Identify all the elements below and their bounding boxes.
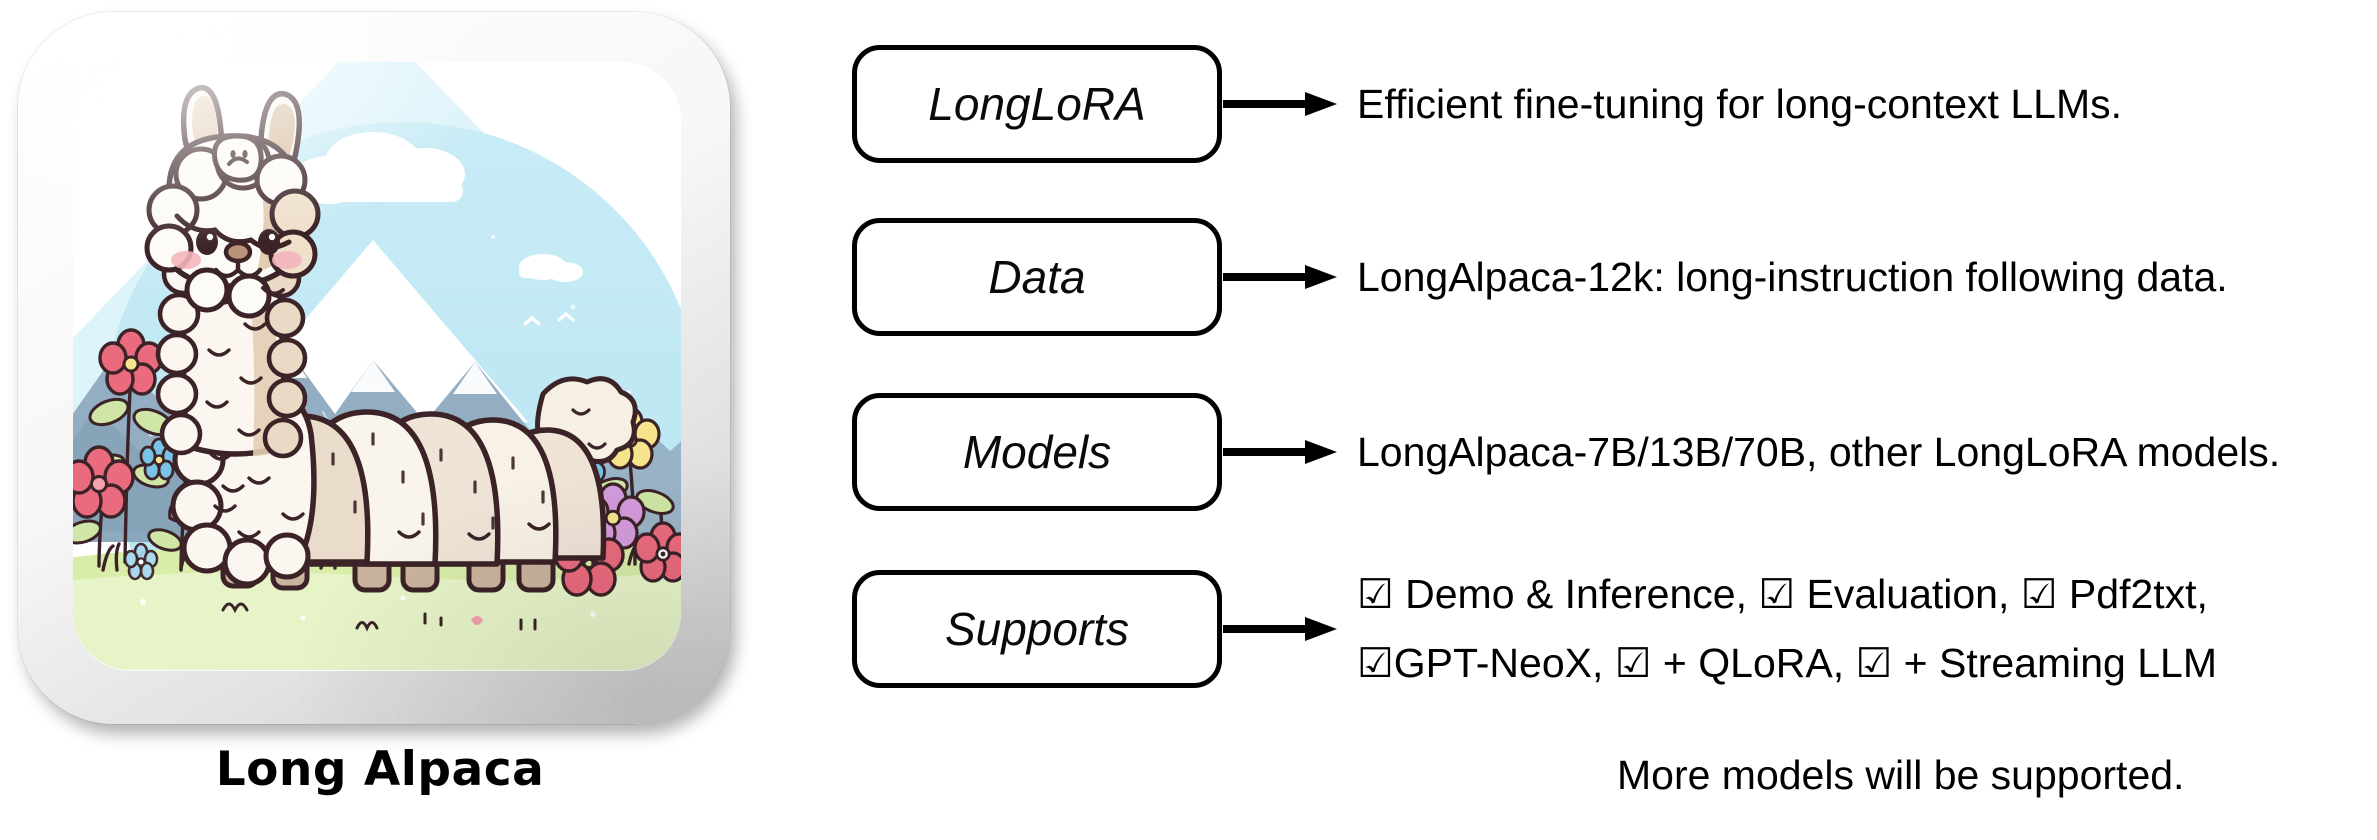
arrow-right-icon-longlora	[1223, 92, 1341, 116]
node-box-data[interactable]: Data	[852, 218, 1222, 336]
arrow-head	[1305, 617, 1337, 641]
arrow-shaft	[1223, 100, 1309, 108]
row-text-supports: ☑ Demo & Inference, ☑ Evaluation, ☑ Pdf2…	[1357, 562, 2367, 696]
alpaca-nose	[223, 240, 253, 264]
row-line: ☑GPT-NeoX, ☑ + QLoRA, ☑ + Streaming LLM	[1357, 640, 2217, 686]
arrow-head	[1305, 92, 1337, 116]
flow-diagram-panel: LongLoRA Efficient fine-tuning for long-…	[760, 0, 2377, 840]
node-label-data: Data	[988, 251, 1086, 303]
alpaca-cheek-right	[272, 251, 302, 269]
node-box-supports[interactable]: Supports	[852, 570, 1222, 688]
row-line: Efficient fine-tuning for long-context L…	[1357, 80, 2122, 127]
row-text-data: LongAlpaca-12k: long-instruction followi…	[1357, 218, 2367, 336]
arrow-head	[1305, 265, 1337, 289]
arrow-right-icon-data	[1223, 265, 1341, 289]
alpaca-scene	[73, 62, 681, 670]
node-label-longlora: LongLoRA	[928, 78, 1146, 130]
footnote-text: More models will be supported.	[1617, 752, 2185, 798]
alpaca-eye-right	[258, 229, 280, 255]
arrow-right-icon-models	[1223, 440, 1341, 464]
sticker-card	[18, 12, 730, 724]
flow-row-models: Models LongAlpaca-7B/13B/70B, other Long…	[760, 393, 2377, 511]
node-label-models: Models	[962, 426, 1112, 478]
alpaca-cheek-left	[171, 251, 201, 269]
row-line: LongAlpaca-12k: long-instruction followi…	[1357, 253, 2228, 300]
row-line: ☑ Demo & Inference, ☑ Evaluation, ☑ Pdf2…	[1357, 571, 2208, 618]
arrow-shaft	[1223, 273, 1309, 281]
flow-row-data: Data LongAlpaca-12k: long-instruction fo…	[760, 218, 2377, 336]
arrow-shaft	[1223, 625, 1309, 633]
node-label-supports: Supports	[944, 603, 1130, 655]
flow-row-longlora: LongLoRA Efficient fine-tuning for long-…	[760, 45, 2377, 163]
node-box-models[interactable]: Models	[852, 393, 1222, 511]
sticker-inner-frame	[73, 62, 681, 670]
node-box-longlora[interactable]: LongLoRA	[852, 45, 1222, 163]
row-text-longlora: Efficient fine-tuning for long-context L…	[1357, 45, 2367, 163]
arrow-right-icon-supports	[1223, 617, 1341, 641]
arrow-shaft	[1223, 448, 1309, 456]
alpaca-eye-left	[196, 229, 218, 255]
flow-row-supports: Supports ☑ Demo & Inference, ☑ Evaluatio…	[760, 570, 2377, 688]
figure-caption: Long Alpaca	[215, 742, 545, 797]
arrow-head	[1305, 440, 1337, 464]
row-line: LongAlpaca-7B/13B/70B, other LongLoRA mo…	[1357, 428, 2281, 475]
row-text-models: LongAlpaca-7B/13B/70B, other LongLoRA mo…	[1357, 393, 2367, 511]
alpaca-scene-svg	[73, 62, 681, 670]
alpaca-illustration-panel: Long Alpaca	[0, 0, 760, 840]
